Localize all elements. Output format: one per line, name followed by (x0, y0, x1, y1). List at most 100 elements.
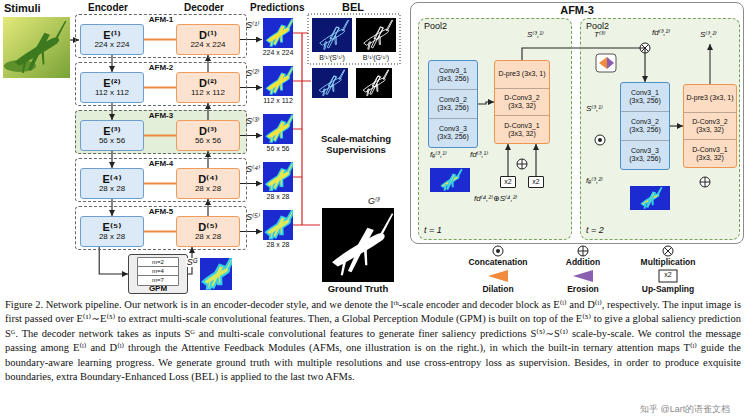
saliency-halo (267, 116, 293, 142)
saliency-map (641, 187, 661, 208)
time-step: t = 2 (586, 225, 604, 236)
symbol-cross (700, 177, 710, 187)
saliency-core (267, 116, 293, 142)
module-group: AFM-3E⁽³⁾56 x 56D⁽³⁾56 x 56 (75, 110, 247, 154)
diagram-label: S⁽³,¹⁾ (586, 104, 603, 113)
legend-text: Addition (566, 257, 600, 267)
addition-symbol (700, 177, 710, 187)
output-arrow (710, 44, 711, 84)
layer-cell: D-Conv3_2 (3x3, 32) (495, 89, 549, 117)
up-sampling-box: x2 (500, 176, 516, 188)
module-box: GPMm=2m=4m=7 (128, 254, 188, 294)
diagram-label: Ground Truth (328, 284, 389, 295)
block-box: E⁽²⁾112 x 112 (80, 72, 144, 103)
diagram-label: 56 x 56 (267, 145, 290, 153)
diagram-label: Decoder (184, 2, 224, 14)
container-fill (418, 18, 572, 240)
layer-cell: Conv3_1 (3x3, 256) (621, 83, 669, 112)
block-box: D⁽²⁾112 x 112 (176, 72, 240, 103)
layer-stack: D-pre3 (3x3, 1)D-Conv3_2 (3x3, 32)D-Conv… (683, 84, 737, 168)
layer-cell: D-Conv3_1 (3x3, 32) (684, 140, 736, 167)
attention-icon (596, 54, 616, 72)
layer-cell: Conv3_2 (3x3, 256) (621, 112, 669, 141)
block-box: D⁽¹⁾224 x 224 (176, 24, 240, 55)
container-fill (75, 206, 247, 250)
container-fill (75, 14, 247, 58)
module-name: AFM-3 (76, 111, 246, 120)
symbol-ring (493, 246, 503, 256)
connector (144, 87, 176, 89)
layer-cell: Conv3_3 (3x3, 256) (429, 119, 477, 147)
container-fill (75, 62, 247, 106)
bel-gt-ground (356, 68, 392, 98)
symbol-ring (663, 246, 673, 256)
saliency-map-ground (630, 186, 670, 210)
container-fill (75, 158, 247, 202)
map-ground (263, 162, 293, 192)
saliency-halo (267, 212, 293, 238)
diagram-label: fd⁽³,¹⁾ (470, 150, 488, 159)
connector-label: Sᴳ (186, 258, 198, 268)
diagram-label: T⁽³⁾ (594, 30, 605, 39)
dilation-sample (488, 270, 508, 282)
container-fill (75, 110, 247, 154)
layer-name: Conv3_2 (3x3, 256) (623, 118, 667, 133)
module-group: AFM-4E⁽⁴⁾28 x 28D⁽⁴⁾28 x 28 (75, 158, 247, 202)
module-name: AFM-1 (76, 15, 246, 24)
layer-name: Conv3_1 (3x3, 256) (431, 67, 475, 82)
symbol-cross (578, 246, 588, 256)
diagram-label: Scale-matching Supervisions (311, 134, 401, 156)
addition-symbol (517, 159, 527, 169)
map-ground (263, 66, 293, 96)
layer-cell: D-pre3 (3x3, 1) (495, 61, 549, 89)
panel-title: AFM-3 (411, 4, 743, 17)
up-sampling-sample (659, 270, 677, 282)
diagram-label: fₑ⁽³,²⁾ (586, 176, 603, 185)
saliency-halo (267, 20, 293, 46)
saliency-core (267, 164, 293, 190)
figure-caption: Figure 2. Network pipeline. Our network … (5, 298, 741, 384)
global-saliency-halo (204, 260, 231, 288)
saliency-core (267, 20, 293, 46)
symbol-ring (595, 135, 605, 145)
dilation-row: m=7 (137, 275, 179, 286)
connector (670, 125, 683, 126)
diagram-label: fd⁽³,²⁾ (652, 28, 670, 37)
diagram-label: 224 x 224 (263, 49, 294, 57)
block-name: E⁽⁵⁾ (103, 221, 122, 233)
output-arrow (240, 231, 262, 232)
block-box: E⁽⁵⁾28 x 28 (80, 216, 144, 247)
box-text: m=4 (152, 268, 164, 275)
layer-name: D-Conv3_1 (3x3, 32) (686, 146, 734, 161)
feature-size: 28 x 28 (195, 185, 221, 194)
block-box: D⁽³⁾56 x 56 (176, 120, 240, 151)
ground-truth-mask (332, 213, 393, 275)
output-arrow (240, 183, 262, 184)
concatenation-symbol (595, 135, 605, 145)
diagram-label: S⁽⁴⁾ (246, 164, 260, 174)
block-name: D⁽⁵⁾ (198, 221, 217, 233)
connector (144, 39, 176, 41)
erosion-sample (573, 270, 593, 282)
diagram-label: 28 x 28 (267, 241, 290, 249)
layer-cell: D-Conv3_1 (3x3, 32) (495, 116, 549, 143)
layer-stack: Conv3_1 (3x3, 256) Conv3_2 (3x3, 256) Conv… (620, 82, 670, 170)
container-fill (410, 2, 744, 244)
symbol-ring (700, 177, 710, 187)
feature-size: 112 x 112 (95, 89, 129, 98)
dilation-mark (599, 57, 607, 69)
bel-frame (308, 14, 400, 64)
time-step-region: Pool2t = 1Conv3_1 (3x3, 256)Conv3_2 (3x3… (418, 18, 572, 240)
layer-name: Conv3_3 (3x3, 256) (623, 147, 667, 162)
time-step: t = 1 (424, 225, 442, 236)
map-ground (263, 210, 293, 240)
feature-size: 28 x 28 (99, 233, 125, 242)
legend-text: Concatenation (468, 257, 527, 267)
saliency-map (441, 169, 461, 190)
layer-name: D-pre3 (3x3, 1) (498, 70, 545, 78)
symbol-dot (496, 249, 500, 253)
connector (478, 102, 494, 104)
layer-stack: D-pre3 (3x3, 1) D-Conv3_2 (3x3, 32)D-Conv… (494, 60, 550, 144)
feature-size: 56 x 56 (99, 137, 125, 146)
connector (144, 183, 176, 185)
